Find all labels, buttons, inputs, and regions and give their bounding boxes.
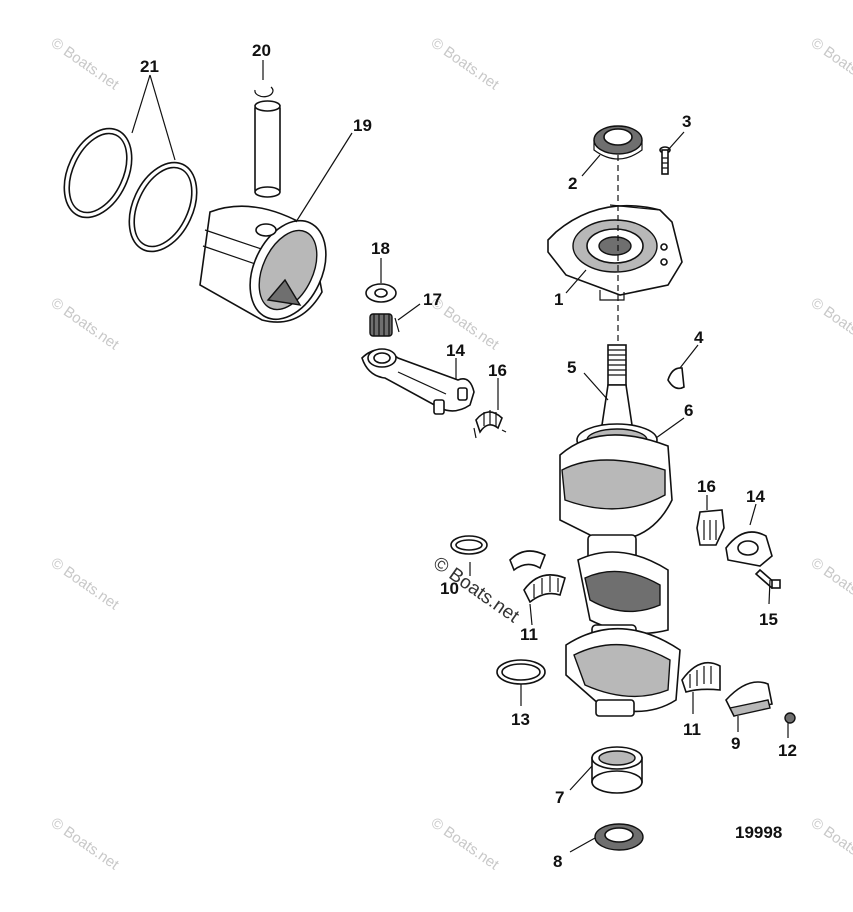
crankshaft (559, 344, 681, 717)
callout-17: 17 (423, 290, 442, 309)
callout-13: 13 (511, 710, 530, 729)
piston-rings (63, 127, 198, 253)
bearing-housing (547, 204, 683, 301)
callout-11: 11 (520, 625, 538, 644)
watermark: © Boats.net (428, 34, 503, 93)
oil-seal-upper (593, 125, 643, 160)
watermark: © Boats.net (808, 814, 853, 873)
watermark: © Boats.net (48, 294, 123, 353)
watermark: © Boats.net (808, 294, 853, 353)
bearing-race-right (696, 509, 725, 546)
rod-cap-right (725, 531, 773, 567)
callout-9: 9 (731, 734, 740, 753)
callout-15: 15 (759, 610, 778, 629)
callout-3: 3 (682, 112, 691, 131)
callout-4: 4 (694, 328, 704, 347)
callout-5: 5 (567, 358, 576, 377)
retaining-ring-lower (496, 659, 546, 685)
watermark: © Boats.net (48, 814, 123, 873)
callout-14: 14 (746, 487, 765, 506)
needle-bearing-upper (369, 313, 400, 337)
watermark: © Boats.net (808, 554, 853, 613)
connecting-rod (361, 348, 475, 415)
callout-19: 19 (353, 116, 372, 135)
woodruff-key (667, 367, 685, 390)
piston-pin-clip (254, 86, 274, 98)
rod-bolt (754, 568, 781, 590)
callout-7: 7 (555, 788, 564, 807)
callout-2: 2 (568, 174, 577, 193)
callout-16: 16 (488, 361, 507, 380)
oil-seal-lower (594, 823, 644, 851)
needle-bearing-left (523, 574, 566, 604)
callout-12: 12 (778, 741, 797, 760)
callout-16: 16 (697, 477, 716, 496)
retaining-ring-upper (450, 535, 488, 555)
callout-11: 11 (683, 720, 701, 739)
needle-bearing-lower-right (681, 661, 721, 693)
retaining-screw (784, 712, 796, 724)
callout-21: 21 (140, 57, 159, 76)
piston (199, 205, 327, 323)
thrust-washer (365, 283, 397, 303)
callout-18: 18 (371, 239, 390, 258)
callout-6: 6 (684, 401, 693, 420)
watermark: © Boats.net (48, 34, 123, 93)
callout-20: 20 (252, 41, 271, 60)
callout-10: 10 (440, 579, 459, 598)
watermark: © Boats.net (48, 554, 123, 613)
watermark: © Boats.net (428, 814, 503, 873)
roller-bearing-lower (591, 746, 643, 794)
bearing-race-lower-right (725, 681, 773, 718)
watermark: © Boats.net (808, 34, 853, 93)
bearing-race-left (509, 550, 547, 572)
callout-14: 14 (446, 341, 465, 360)
leader-lines (131, 60, 789, 853)
figure-number: 19998 (735, 823, 782, 842)
housing-screw (659, 146, 671, 175)
callout-1: 1 (554, 290, 563, 309)
callouts: 21 20 19 18 17 14 16 2 3 1 4 5 6 16 14 1… (140, 41, 797, 871)
bearing-race-upper (473, 410, 507, 439)
callout-8: 8 (553, 852, 562, 871)
piston-pin (254, 100, 281, 198)
